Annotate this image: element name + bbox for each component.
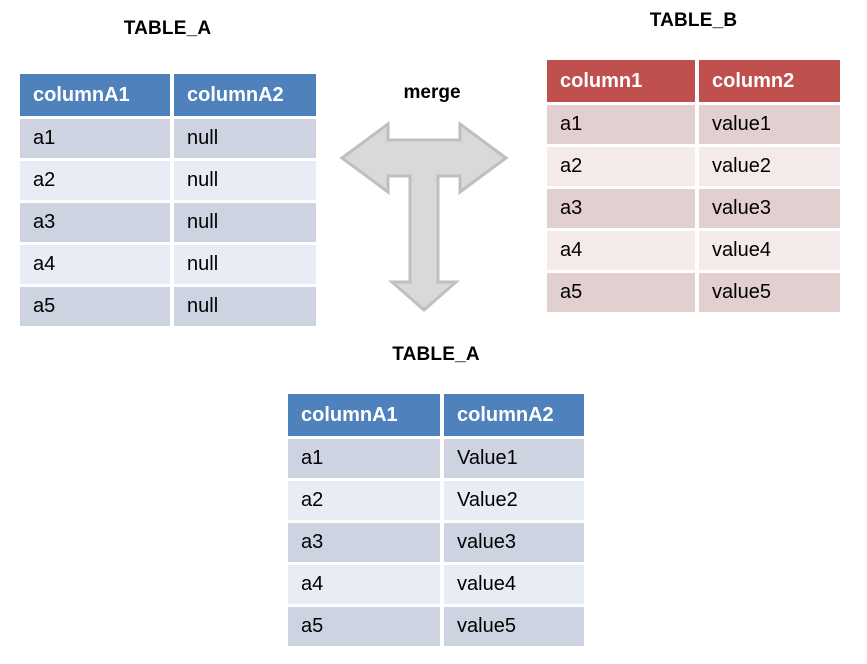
cell-key: a2 [547,144,695,186]
column-header-b1: column1 [547,60,695,102]
cell-value: null [170,200,316,242]
cell-key: a4 [20,242,170,284]
result-table-a: columnA1 columnA2 a1 Value1 a2 Value2 a3… [288,394,584,646]
cell-value: value3 [440,520,584,562]
cell-key: a3 [288,520,440,562]
cell-key: a5 [20,284,170,326]
merge-label: merge [403,82,461,103]
table-row: a3 value3 [288,520,584,562]
merge-arrow-icon [336,118,512,314]
column-header-a1: columnA1 [288,394,440,436]
source-table-a: columnA1 columnA2 a1 null a2 null a3 nul… [20,74,316,326]
cell-key: a3 [20,200,170,242]
table-row: a5 null [20,284,316,326]
column-header-a1: columnA1 [20,74,170,116]
cell-value: value5 [695,270,840,312]
cell-value: value4 [695,228,840,270]
table-row: a4 value4 [288,562,584,604]
cell-key: a5 [288,604,440,646]
cell-value: null [170,116,316,158]
table-row: a1 null [20,116,316,158]
table-row: a3 null [20,200,316,242]
table-row: a2 null [20,158,316,200]
cell-value: Value2 [440,478,584,520]
cell-value: value4 [440,562,584,604]
table-row: a4 null [20,242,316,284]
cell-value: Value1 [440,436,584,478]
column-header-a2: columnA2 [170,74,316,116]
result-table-a-title: TABLE_A [392,344,480,365]
table-row: a2 value2 [547,144,840,186]
table-header-row: columnA1 columnA2 [20,74,316,116]
source-table-b: column1 column2 a1 value1 a2 value2 a3 v… [547,60,840,312]
cell-value: value2 [695,144,840,186]
cell-value: null [170,242,316,284]
cell-value: null [170,284,316,326]
cell-key: a5 [547,270,695,312]
table-row: a5 value5 [288,604,584,646]
cell-value: value1 [695,102,840,144]
table-header-row: column1 column2 [547,60,840,102]
cell-key: a4 [288,562,440,604]
column-header-b2: column2 [695,60,840,102]
cell-value: null [170,158,316,200]
source-table-b-title: TABLE_B [649,10,738,31]
tri-directional-merge-arrow-svg [339,121,509,312]
cell-key: a1 [20,116,170,158]
cell-key: a2 [288,478,440,520]
cell-key: a1 [288,436,440,478]
cell-value: value3 [695,186,840,228]
table-row: a2 Value2 [288,478,584,520]
cell-key: a1 [547,102,695,144]
table-row: a4 value4 [547,228,840,270]
cell-value: value5 [440,604,584,646]
cell-key: a2 [20,158,170,200]
table-header-row: columnA1 columnA2 [288,394,584,436]
cell-key: a3 [547,186,695,228]
table-row: a5 value5 [547,270,840,312]
table-row: a3 value3 [547,186,840,228]
table-row: a1 value1 [547,102,840,144]
table-row: a1 Value1 [288,436,584,478]
source-table-a-title: TABLE_A [123,18,212,39]
column-header-a2: columnA2 [440,394,584,436]
cell-key: a4 [547,228,695,270]
